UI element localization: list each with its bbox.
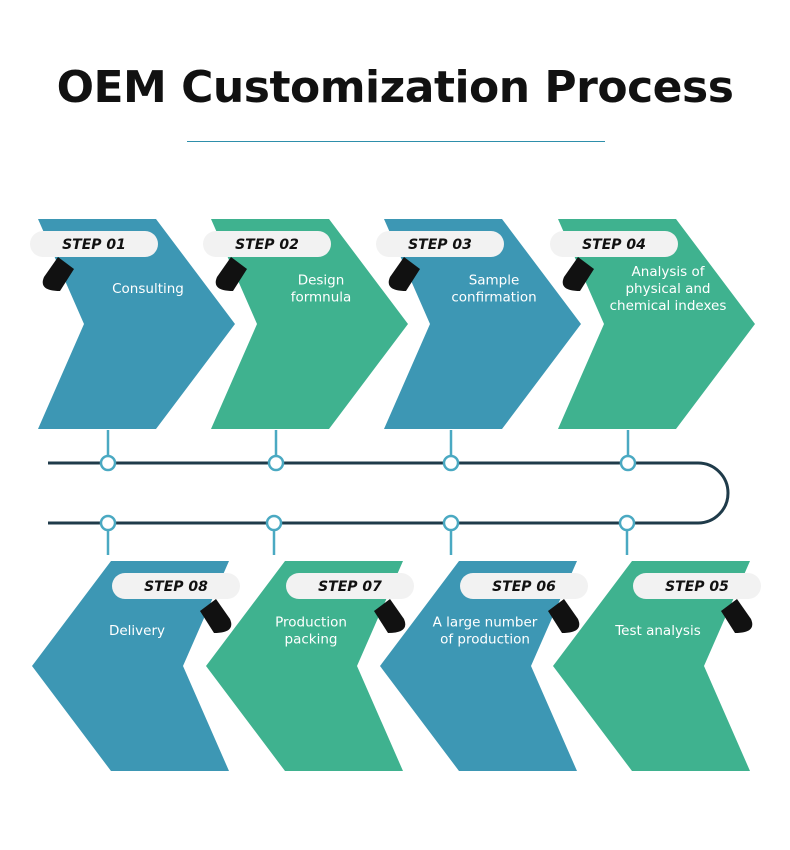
step-badge xyxy=(203,231,331,257)
step-badge-label: STEP 08 xyxy=(144,579,208,595)
step-title-line: Consulting xyxy=(112,281,184,297)
chevron-shape xyxy=(32,561,229,771)
step-badge-label: STEP 03 xyxy=(408,237,472,253)
badge-tab xyxy=(374,599,406,633)
step-title-line: confirmation xyxy=(451,290,536,306)
step-badge-label: STEP 07 xyxy=(318,579,382,595)
step-title-line: physical and xyxy=(625,281,710,297)
chevron-shape xyxy=(558,219,755,429)
badge-tab xyxy=(548,599,580,633)
timeline-node xyxy=(619,454,637,472)
timeline-node xyxy=(265,514,283,532)
step-title-line: Design xyxy=(298,273,345,289)
timeline-line xyxy=(48,461,730,525)
badge-tab xyxy=(42,257,74,291)
step-title-line: packing xyxy=(285,632,338,648)
step-title-line: Delivery xyxy=(109,623,165,639)
chevron-shape xyxy=(553,561,750,771)
chevron-shape xyxy=(211,219,408,429)
step-card-01: STEP 01 Consulting xyxy=(30,219,235,429)
badge-tab xyxy=(215,257,247,291)
step-badge-label: STEP 01 xyxy=(62,237,126,253)
step-title-line: chemical indexes xyxy=(610,298,727,314)
badge-tab xyxy=(562,257,594,291)
title-underline xyxy=(187,141,605,142)
timeline-connectors xyxy=(99,430,637,555)
step-card-05: STEP 05 Test analysis xyxy=(553,561,761,771)
timeline-node xyxy=(99,514,117,532)
step-title-line: formnula xyxy=(291,290,352,306)
badge-tab xyxy=(721,599,753,633)
step-badge xyxy=(286,573,414,599)
chevron-shape xyxy=(380,561,577,771)
step-badge xyxy=(112,573,240,599)
chevron-shape xyxy=(384,219,581,429)
step-title-line: Sample xyxy=(469,273,520,289)
step-title-line: A large number xyxy=(433,615,538,631)
step-title-line: of production xyxy=(440,632,530,648)
timeline-node xyxy=(442,454,460,472)
step-badge-label: STEP 04 xyxy=(582,237,646,253)
timeline-node xyxy=(99,454,117,472)
step-badge-label: STEP 05 xyxy=(665,579,729,595)
page-title: OEM Customization Process xyxy=(56,62,734,113)
step-badge xyxy=(460,573,588,599)
badge-tab xyxy=(200,599,232,633)
badge-tab xyxy=(388,257,420,291)
chevron-shape xyxy=(38,219,235,429)
chevron-shape xyxy=(206,561,403,771)
step-badge xyxy=(550,231,678,257)
step-badge-label: STEP 06 xyxy=(492,579,556,595)
step-card-08: STEP 08 Delivery xyxy=(32,561,240,771)
timeline-node xyxy=(618,514,636,532)
step-badge xyxy=(633,573,761,599)
step-title-line: Test analysis xyxy=(614,623,701,639)
step-title-line: Production xyxy=(275,615,347,631)
timeline-node xyxy=(267,454,285,472)
step-title-line: Analysis of xyxy=(632,264,706,280)
step-badge xyxy=(376,231,504,257)
timeline-node xyxy=(442,514,460,532)
step-badge-label: STEP 02 xyxy=(235,237,299,253)
step-badge xyxy=(30,231,158,257)
